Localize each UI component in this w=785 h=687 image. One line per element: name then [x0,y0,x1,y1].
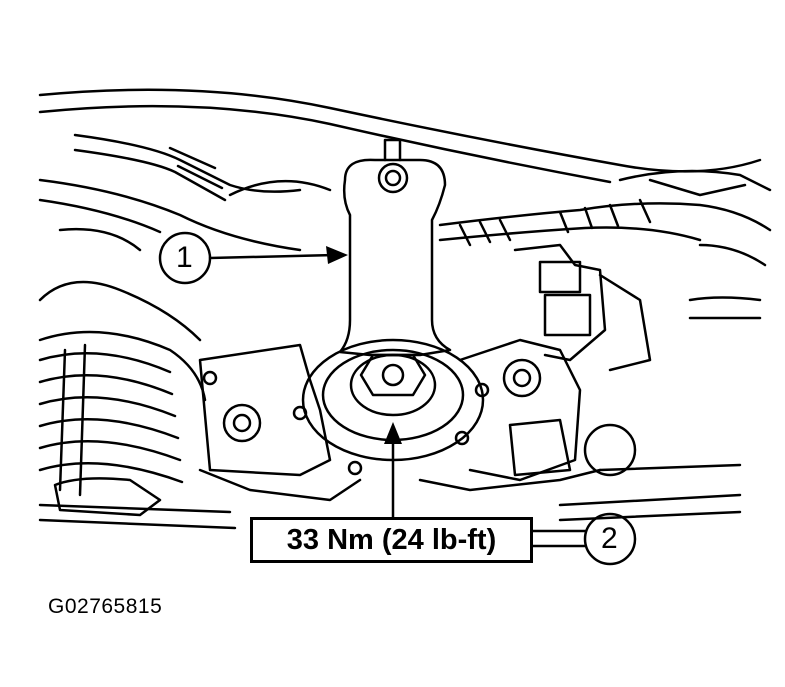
callout-1-label: 1 [176,241,193,274]
callout-2-leader [531,529,587,548]
callout-1-arrowhead [326,246,348,264]
callout-1-leader [208,253,337,260]
upper-hoses [38,88,762,252]
figure-id: G02765815 [48,595,163,618]
center-nut [359,353,427,397]
torque-arrowhead [384,422,402,444]
engine-ribs [38,280,207,517]
wiring-harness [438,169,772,320]
bolts [202,358,637,477]
right-connector [513,243,652,372]
callout-2-circle [583,512,637,566]
mount-bracket-arm [338,138,452,357]
torque-spec-box: 33 Nm (24 lb-ft) [250,517,533,563]
callout-2-label: 2 [601,522,618,555]
torque-spec-text: 33 Nm (24 lb-ft) [286,523,497,556]
